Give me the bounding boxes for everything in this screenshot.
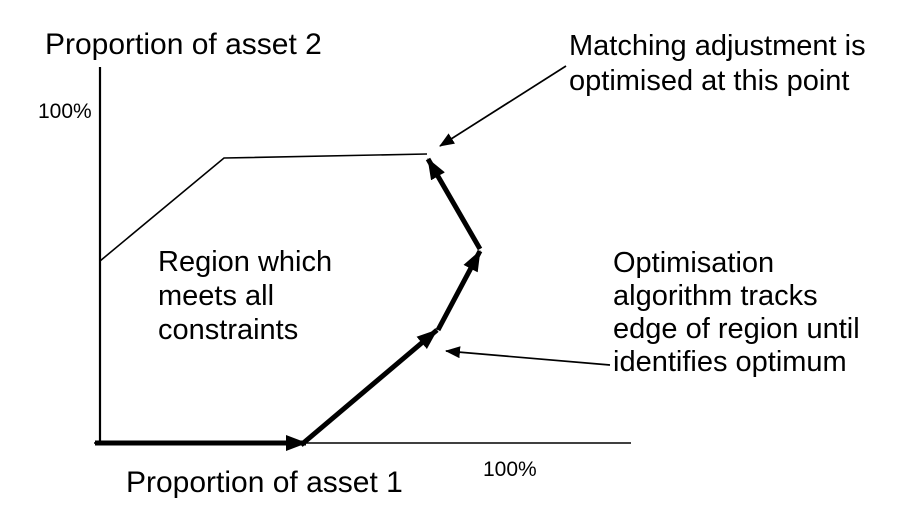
optimisation-annotation-line: Optimisation [613, 247, 775, 279]
optimisation-annotation-line: identifies optimum [613, 346, 847, 378]
optimisation-annotation-label: Optimisation algorithm tracks edge of re… [613, 247, 860, 379]
matching-annotation-label: Matching adjustment is optimised at this… [569, 29, 866, 99]
region-label-line: Region which [158, 246, 333, 278]
matching-annotation-line: Matching adjustment is [569, 30, 866, 62]
x-axis-title: Proportion of asset 1 [126, 466, 403, 499]
optimisation-path-arrow-3 [435, 249, 483, 332]
optimisation-path-arrow-2 [299, 328, 439, 447]
y-axis-title: Proportion of asset 2 [45, 28, 322, 61]
optimisation-annotation-arrow [445, 346, 611, 366]
optimisation-annotation-line: edge of region until [613, 313, 860, 345]
optimisation-annotation-line: algorithm tracks [613, 280, 818, 312]
matching-annotation-arrow [439, 65, 567, 147]
optimisation-path-arrow-4 [425, 157, 483, 251]
y-axis-tick-label: 100% [38, 100, 92, 123]
region-label: Region which meets all constraints [158, 245, 332, 347]
region-label-line: meets all [158, 280, 275, 312]
region-label-line: constraints [158, 314, 299, 346]
region-boundary-line [99, 153, 428, 262]
matching-annotation-line: optimised at this point [569, 65, 850, 97]
x-axis-tick-label: 100% [483, 458, 537, 481]
